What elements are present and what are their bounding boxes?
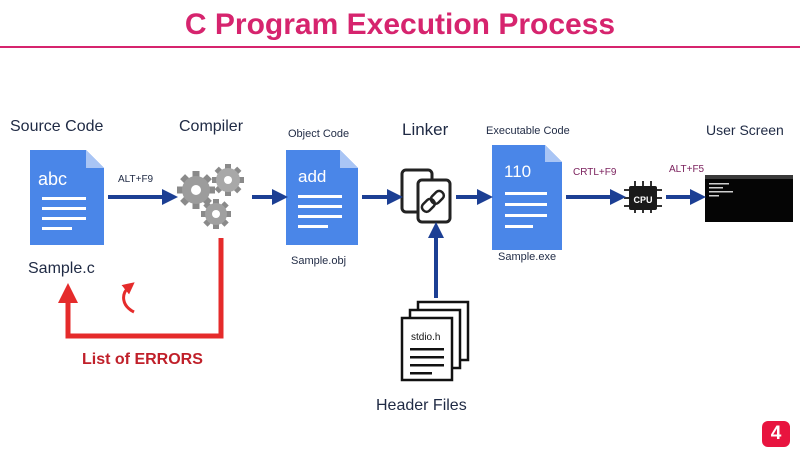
retry-curved-arrow-icon	[121, 282, 135, 314]
error-feedback-arrow	[58, 238, 224, 339]
slide-title: C Program Execution Process	[184, 8, 616, 41]
linker-files-icon	[400, 168, 452, 224]
run-hotkey-label: CRTL+F9	[573, 167, 617, 178]
title-underline	[0, 46, 800, 48]
cpu-chip-icon: CPU	[624, 181, 662, 213]
cpu-chip-label: CPU	[633, 195, 652, 205]
object-file-name: Sample.obj	[291, 255, 347, 267]
object-code-label: Object Code	[288, 128, 350, 140]
header-files-icon: stdio.h	[400, 300, 470, 382]
executable-code-label: Executable Code	[486, 125, 570, 137]
user-screen-label: User Screen	[706, 122, 784, 138]
compiler-gears-icon	[177, 164, 244, 229]
executable-document-text: 110	[504, 162, 531, 181]
source-code-label: Source Code	[10, 118, 104, 135]
user-screen-hotkey-label: ALT+F5	[669, 164, 705, 175]
header-files-label: Header Files	[376, 397, 467, 414]
compile-hotkey-label: ALT+F9	[118, 174, 154, 185]
object-document-icon: add	[286, 150, 358, 245]
errors-label: List of ERRORS	[82, 351, 203, 368]
executable-document-icon: 110	[492, 145, 562, 250]
compiler-label: Compiler	[179, 118, 244, 135]
header-file-name: stdio.h	[411, 332, 440, 343]
executable-file-name: Sample.exe	[498, 251, 557, 263]
source-document-text: abc	[38, 169, 67, 189]
object-document-text: add	[298, 167, 326, 186]
page-number-badge: 4	[762, 421, 790, 447]
linker-label: Linker	[402, 120, 449, 139]
source-file-name: Sample.c	[28, 260, 95, 277]
source-document-icon: abc	[30, 150, 104, 245]
user-screen-icon	[705, 175, 793, 222]
